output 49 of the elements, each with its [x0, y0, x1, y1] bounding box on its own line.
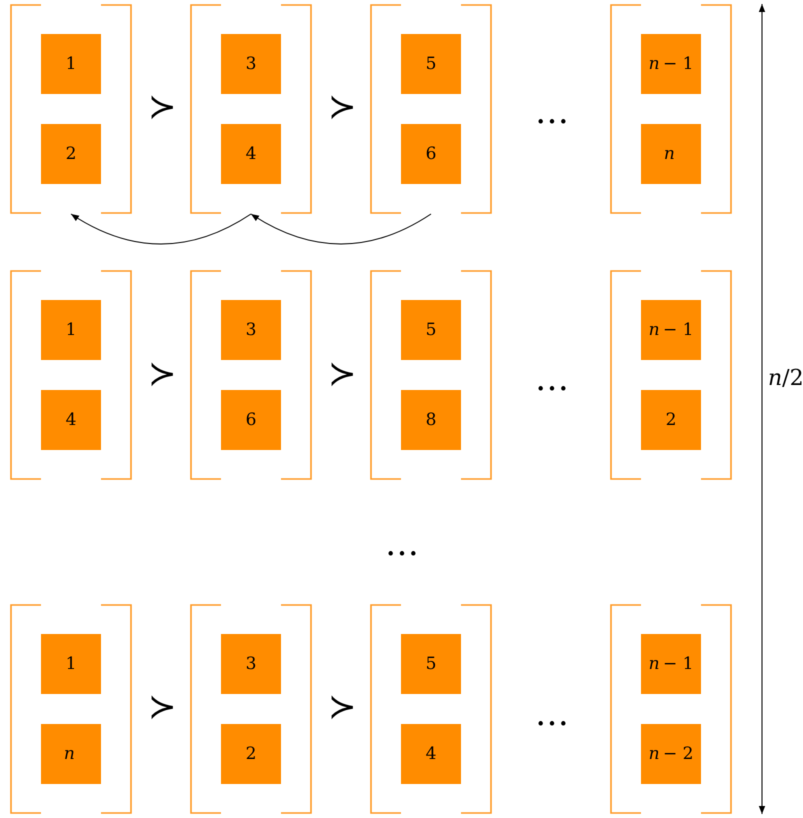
number-tile: 6 — [221, 390, 281, 450]
succeeds-symbol: ≻ — [148, 357, 176, 391]
succeeds-symbol: ≻ — [148, 90, 176, 124]
number-tile: 3 — [221, 34, 281, 94]
succeeds-symbol: ≻ — [328, 90, 356, 124]
number-tile: 1 — [41, 34, 101, 94]
number-tile: n — [641, 124, 701, 184]
bracket-frame — [190, 604, 312, 814]
bracket-frame — [10, 4, 132, 214]
number-tile: 5 — [401, 34, 461, 94]
number-tile: 4 — [401, 724, 461, 784]
number-tile: n − 1 — [641, 300, 701, 360]
curved-arrow — [70, 214, 252, 244]
bracket-frame — [610, 604, 732, 814]
number-tile: 5 — [401, 300, 461, 360]
number-tile: 8 — [401, 390, 461, 450]
ellipsis: … — [535, 95, 569, 129]
bracket-frame — [370, 604, 492, 814]
bracket-frame — [610, 270, 732, 480]
number-tile: 6 — [401, 124, 461, 184]
number-tile: n − 1 — [641, 634, 701, 694]
bracket-frame — [370, 4, 492, 214]
bracket-frame — [190, 270, 312, 480]
ellipsis: … — [535, 697, 569, 731]
ellipsis: … — [385, 527, 419, 561]
number-tile: 2 — [41, 124, 101, 184]
dimension-label: n/2 — [768, 368, 803, 390]
number-tile: 2 — [641, 390, 701, 450]
succeeds-symbol: ≻ — [328, 357, 356, 391]
number-tile: 3 — [221, 634, 281, 694]
succeeds-symbol: ≻ — [328, 690, 356, 724]
succeeds-symbol: ≻ — [148, 690, 176, 724]
number-tile: 3 — [221, 300, 281, 360]
ellipsis: … — [535, 362, 569, 396]
bracket-frame — [370, 270, 492, 480]
bracket-frame — [10, 604, 132, 814]
number-tile: n − 1 — [641, 34, 701, 94]
bracket-frame — [190, 4, 312, 214]
number-tile: 2 — [221, 724, 281, 784]
number-tile: 1 — [41, 300, 101, 360]
bracket-frame — [610, 4, 732, 214]
number-tile: 1 — [41, 634, 101, 694]
number-tile: n − 2 — [641, 724, 701, 784]
number-tile: 5 — [401, 634, 461, 694]
curved-arrow — [250, 214, 432, 244]
number-tile: n — [41, 724, 101, 784]
bracket-frame — [10, 270, 132, 480]
number-tile: 4 — [41, 390, 101, 450]
number-tile: 4 — [221, 124, 281, 184]
